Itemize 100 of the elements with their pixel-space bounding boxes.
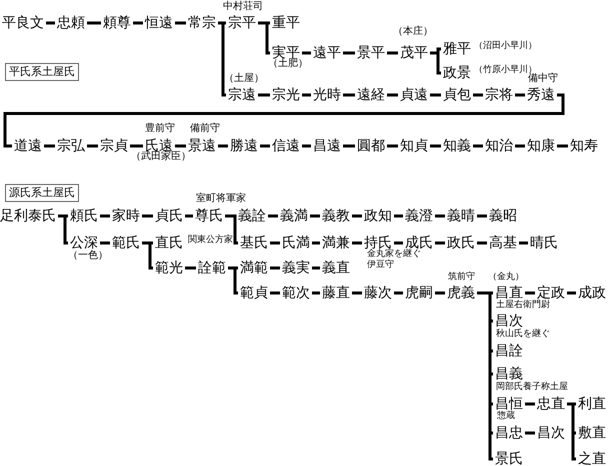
name-text: 晴氏: [530, 235, 558, 251]
name-text: 義澄: [405, 208, 433, 224]
connector-line: [228, 266, 238, 294]
name-text: 藤次: [364, 285, 392, 301]
connector-line: [46, 22, 55, 24]
name-text: 定政: [537, 285, 565, 301]
name-text: 知寿: [570, 138, 598, 154]
name-text: 勝遠: [230, 138, 258, 154]
connector-line: [185, 214, 193, 218]
connector-line: [312, 266, 320, 270]
name-text: 圓都: [357, 138, 385, 154]
name-text: 忠頼: [57, 15, 85, 31]
name-text: 知貞: [400, 138, 428, 154]
name-text: 利直: [578, 396, 606, 412]
name-text: 公深: [70, 235, 98, 251]
name-text: 知康: [527, 138, 555, 154]
connector-line: [394, 214, 403, 218]
name-text: 宗弘: [57, 138, 85, 154]
name-text: 直氏: [155, 235, 183, 251]
name-text: 昌次: [537, 425, 565, 441]
connector-line: [258, 22, 270, 54]
heading-box: 平氏系土屋氏: [5, 63, 79, 81]
connector-line: [343, 52, 355, 54]
name-text: 義満: [280, 208, 308, 224]
connector-line: [218, 144, 228, 148]
name-text: 景遠: [188, 138, 216, 154]
name-text: 虎義: [447, 285, 475, 301]
name-text: 政景: [443, 65, 471, 81]
connector-line: [477, 214, 487, 218]
connector-line: [58, 214, 68, 244]
connector-line: [435, 292, 445, 294]
connector-line: [87, 144, 98, 148]
annotation-text: （沼田小早川）: [474, 41, 537, 51]
connector-line: [430, 52, 441, 74]
connector-line: [312, 242, 320, 244]
name-text: 足利泰氏: [0, 208, 56, 224]
name-text: 範貞: [240, 285, 268, 301]
annotation-text: 伊豆守: [367, 260, 394, 270]
connector-line: [270, 266, 280, 270]
annotation-text: 筑前守: [448, 272, 475, 282]
connector-line: [302, 94, 311, 96]
annotation-text: 岡部氏養子称土屋: [496, 382, 568, 392]
connector-line: [557, 144, 568, 148]
name-text: 景平: [357, 45, 385, 61]
connector-line: [352, 292, 362, 294]
connector-line: [310, 214, 320, 218]
name-text: 昌詮: [495, 343, 523, 359]
name-text: 貞遠: [400, 87, 428, 103]
connector-line: [352, 242, 362, 244]
connector-line: [515, 94, 525, 96]
name-text: 知義: [443, 138, 471, 154]
name-text: 範光: [155, 260, 183, 276]
name-text: 敷直: [578, 425, 606, 441]
connector-line: [4, 94, 564, 148]
annotation-text: 室町将軍家: [196, 194, 246, 204]
connector-line: [525, 402, 535, 406]
connector-line: [268, 214, 278, 218]
connector-line: [435, 242, 445, 244]
connector-line: [525, 292, 535, 294]
name-text: 秀遠: [527, 87, 555, 103]
connector-line: [225, 214, 238, 244]
name-text: 詮範: [198, 260, 226, 276]
name-text: 宗遠: [228, 87, 256, 103]
connector-line: [430, 144, 441, 148]
name-text: 知治: [485, 138, 513, 154]
annotation-text: 秋山氏を継ぐ: [496, 329, 550, 339]
name-text: 昌忠: [495, 425, 523, 441]
connector-line: [142, 242, 153, 270]
connector-line: [302, 52, 311, 54]
connector-line: [430, 94, 441, 96]
connector-line: [343, 144, 355, 148]
name-text: 政氏: [447, 235, 475, 251]
heading-box: 源氏系土屋氏: [5, 184, 79, 202]
connector-line: [567, 292, 576, 294]
name-text: 光時: [313, 87, 341, 103]
annotation-text: （土屋）: [224, 74, 264, 84]
connector-line: [142, 214, 153, 218]
annotation-text: 備前守: [190, 124, 220, 134]
connector-line: [270, 242, 280, 244]
name-text: 満範: [240, 260, 268, 276]
name-text: 宗平: [228, 15, 256, 31]
connector-line: [519, 242, 528, 244]
annotation-text: 中村荘司: [223, 2, 263, 12]
name-text: 高基: [489, 235, 517, 251]
connector-line: [387, 94, 398, 96]
name-text: 雅平: [443, 41, 471, 57]
annotation-text: （一色）: [68, 251, 108, 261]
name-text: 宗光: [272, 87, 300, 103]
name-text: 忠直: [537, 396, 565, 412]
connector-line: [515, 144, 525, 148]
name-text: 信遠: [272, 138, 300, 154]
name-text: 宗貞: [100, 138, 128, 154]
name-text: 常宗: [188, 15, 216, 31]
annotation-text: （本庄）: [393, 27, 433, 37]
name-text: 義昭: [489, 208, 517, 224]
name-text: 満兼: [322, 235, 350, 251]
connector-line: [130, 144, 143, 148]
connector-line: [175, 22, 186, 24]
name-text: 範氏: [112, 235, 140, 251]
name-text: 昌義: [495, 366, 523, 382]
